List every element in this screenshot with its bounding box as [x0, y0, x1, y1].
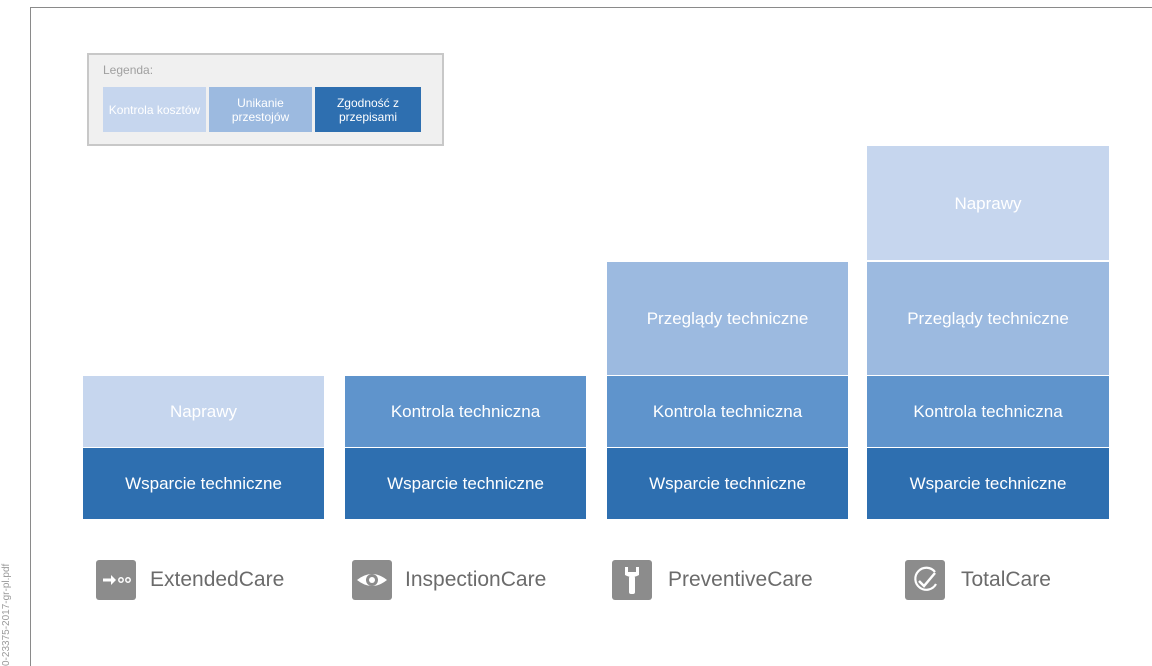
block-naprawy: Naprawy: [867, 146, 1109, 260]
block-przeglady-techniczne: Przeglądy techniczne: [607, 262, 848, 375]
legend-title: Legenda:: [103, 63, 154, 77]
block-wsparcie-techniczne: Wsparcie techniczne: [607, 448, 848, 519]
arrow-right-dots-icon: [96, 560, 136, 600]
eye-icon: [352, 560, 392, 600]
block-kontrola-techniczna: Kontrola techniczna: [867, 376, 1109, 447]
block-wsparcie-techniczne: Wsparcie techniczne: [867, 448, 1109, 519]
block-kontrola-techniczna: Kontrola techniczna: [607, 376, 848, 447]
check-circle-icon: [905, 560, 945, 600]
wrench-icon: [612, 560, 652, 600]
block-wsparcie-techniczne: Wsparcie techniczne: [345, 448, 586, 519]
legend-item-compliance: Zgodność z przepisami: [315, 87, 421, 132]
product-name-totalcare: TotalCare: [961, 568, 1051, 591]
legend: Legenda: Kontrola kosztów Unikanie przes…: [87, 53, 444, 146]
legend-item-cost-control: Kontrola kosztów: [103, 87, 206, 132]
block-wsparcie-techniczne: Wsparcie techniczne: [83, 448, 324, 519]
diagram-frame: [30, 7, 1152, 666]
block-naprawy: Naprawy: [83, 376, 324, 447]
block-kontrola-techniczna: Kontrola techniczna: [345, 376, 586, 447]
product-name-extendedcare: ExtendedCare: [150, 568, 285, 591]
legend-item-downtime-avoidance: Unikanie przestojów: [209, 87, 312, 132]
product-name-preventivecare: PreventiveCare: [668, 568, 813, 591]
product-name-inspectioncare: InspectionCare: [405, 568, 547, 591]
block-przeglady-techniczne: Przeglądy techniczne: [867, 262, 1109, 375]
document-reference: 0-23375-2017-gr-pl.pdf: [1, 563, 12, 666]
